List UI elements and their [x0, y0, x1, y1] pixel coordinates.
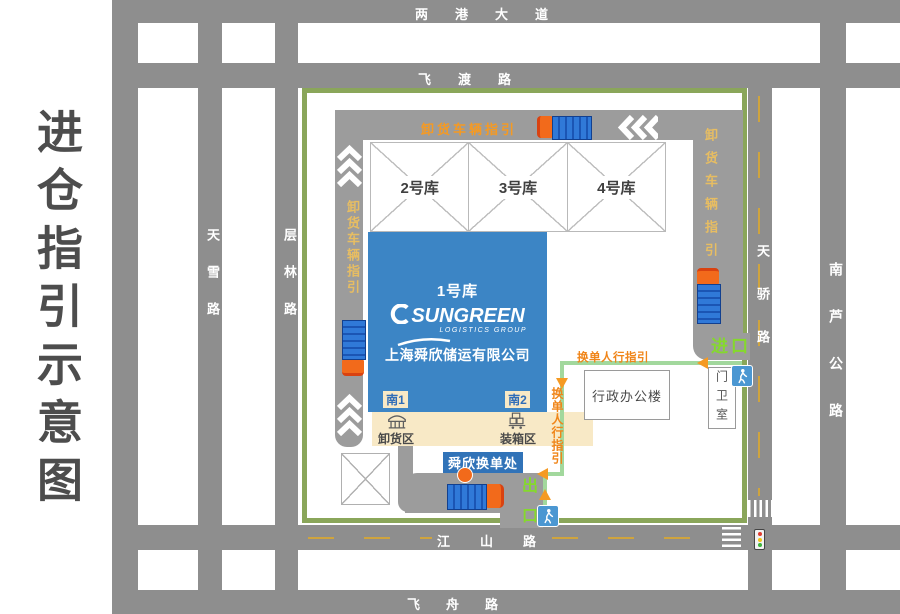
truck-icon — [697, 268, 721, 324]
truck-icon — [537, 116, 592, 140]
path-arrow-down-icon — [556, 378, 568, 389]
sungreen-logo: SUNGREEN LOGISTICS GROUP — [368, 303, 547, 352]
logo-subtitle: LOGISTICS GROUP — [439, 327, 527, 334]
pedestrian-icon — [537, 505, 559, 527]
unloading-guide-left-label: 卸货车辆指引 — [345, 200, 360, 296]
exit-label: 出口 — [519, 477, 536, 537]
chevron-down-icon — [336, 143, 363, 192]
pedestrian-path-vertical — [560, 361, 564, 476]
jiangshan-center-line — [552, 537, 716, 539]
road-label-jiangshan: 江山路 — [437, 534, 567, 549]
admin-building: 行政办公楼 — [584, 370, 670, 420]
pedestrian-path-top — [562, 361, 742, 365]
logo-name: SUNGREEN — [411, 305, 525, 327]
warehouse-3-label: 3号库 — [495, 175, 541, 199]
logo-underline-swoosh-icon — [396, 334, 547, 352]
south-gate-2-label: 南2 — [508, 393, 527, 407]
chevron-left-icon — [616, 114, 661, 146]
zebra-crossing — [722, 527, 741, 548]
warehouse-3: 3号库 — [468, 142, 568, 232]
path-arrow-left-icon — [697, 357, 708, 369]
admin-building-label: 行政办公楼 — [591, 388, 662, 404]
road-feidu — [112, 63, 900, 88]
driveway-exit-stub — [500, 473, 543, 528]
road-label-tianxue: 天雪路 — [205, 228, 220, 339]
warehouse-4: 4号库 — [566, 142, 666, 232]
truck-icon — [342, 320, 366, 376]
road-label-cenglin: 层林路 — [282, 228, 297, 339]
logo-swoosh-icon — [390, 303, 410, 329]
exchange-office: 舜欣换单处 — [443, 452, 523, 473]
dock-platform — [372, 412, 593, 446]
jiangshan-center-line — [308, 537, 432, 539]
pedestrian-path-short — [543, 472, 564, 476]
road-tianjiao — [748, 88, 772, 614]
road-label-tianjiao: 天骄路 — [755, 244, 770, 373]
road-cenglin — [275, 0, 298, 614]
tianjiao-center-line — [758, 96, 760, 496]
road-lianggang-avenue — [112, 0, 900, 23]
canopy-icon — [386, 411, 408, 435]
warehouse-4-label: 4号库 — [594, 175, 639, 199]
unloading-guide-right-label: 卸货车辆指引 — [703, 128, 718, 266]
entrance-label: 进口 — [711, 337, 751, 356]
road-tianxue — [198, 0, 222, 614]
exchange-guide-horizontal-label: 换单人行指引 — [577, 352, 649, 364]
warehouse-row: 2号库 3号库 4号库 — [370, 142, 666, 232]
unloading-guide-top-label: 卸货车辆指引 — [421, 122, 518, 137]
zebra-crossing — [748, 500, 772, 517]
traffic-light-icon — [754, 529, 765, 550]
road-label-feizhou: 飞舟路 — [407, 597, 525, 612]
destination-dot — [457, 467, 473, 483]
warehouse-1: 1号库 SUNGREEN LOGISTICS GROUP 上海舜欣储运有限公司 — [368, 232, 547, 412]
road-label-nanlu: 南芦公路 — [828, 262, 844, 450]
path-arrow-left-icon — [537, 468, 548, 480]
path-arrow-up-icon — [539, 489, 551, 500]
trellis-block — [341, 453, 390, 505]
road-nanlu — [820, 0, 846, 614]
warehouse-1-label: 1号库 — [436, 283, 479, 300]
truck-icon — [447, 484, 504, 510]
driveway-entrance-gap — [740, 333, 750, 360]
road-label-feidu: 飞渡路 — [418, 72, 539, 87]
unloading-area-label: 卸货区 — [378, 432, 415, 446]
guard-room-label: 门卫室 — [714, 369, 729, 427]
south-gate-1-label: 南1 — [386, 393, 405, 407]
south-gate-2-tag: 南2 — [505, 391, 530, 408]
road-vertical-west — [112, 0, 138, 614]
pallet-boxes-icon — [506, 411, 528, 435]
exchange-guide-vertical-label: 换单人行指引 — [550, 387, 564, 465]
warehouse-2: 2号库 — [370, 142, 470, 232]
warehouse-2-label: 2号库 — [397, 175, 442, 199]
company-name: 上海舜欣储运有限公司 — [385, 347, 530, 363]
chevron-down-icon — [336, 392, 363, 441]
south-gate-1-tag: 南1 — [383, 391, 408, 408]
page-title: 进仓指引示意图 — [31, 108, 83, 514]
pedestrian-icon — [731, 365, 753, 387]
packing-area-label: 装箱区 — [500, 432, 537, 446]
road-label-lianggang: 两港大道 — [415, 7, 576, 22]
